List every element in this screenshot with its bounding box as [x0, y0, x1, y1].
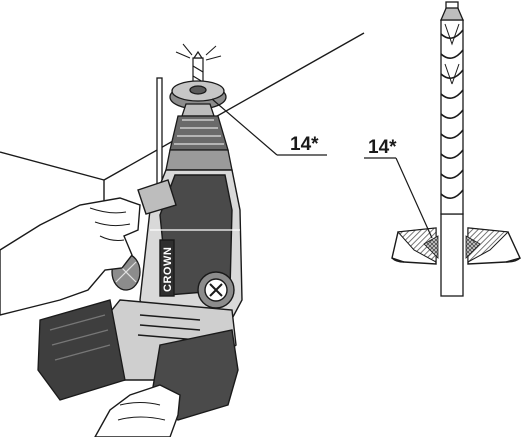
callout-right-label: 14* — [368, 137, 397, 158]
callout-left-label: 14* — [290, 134, 319, 155]
dust-cap — [169, 80, 227, 110]
operator-hands — [0, 197, 181, 437]
detail-drill-bit — [440, 1, 464, 297]
rotary-hammer-drill — [37, 43, 243, 421]
rear-housing — [37, 299, 126, 401]
detail-dust-cap — [391, 227, 521, 265]
rotation-lines — [175, 43, 222, 61]
drill-chuck — [165, 103, 233, 171]
brand-label: CROWN — [162, 247, 174, 292]
callout-right-leader — [364, 157, 433, 239]
callout-left-leader — [211, 98, 327, 156]
